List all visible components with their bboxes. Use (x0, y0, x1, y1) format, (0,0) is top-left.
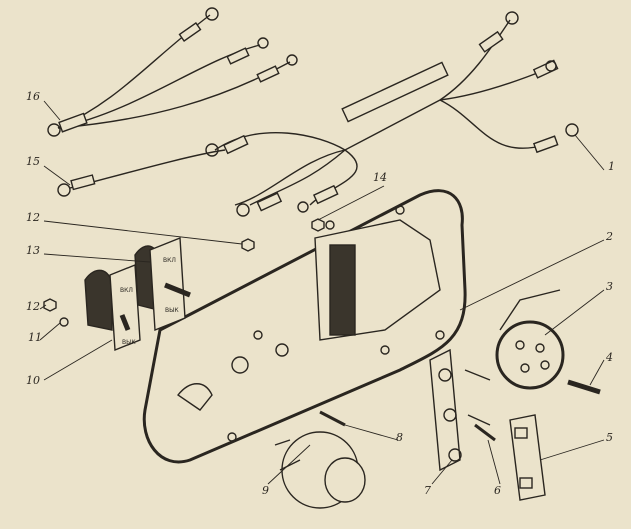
callout-6: 6 (494, 484, 501, 497)
callout-10: 10 (26, 374, 40, 387)
callout-13: 13 (26, 244, 40, 257)
switch-on-text: ВКЛ (120, 287, 133, 294)
callout-15: 15 (26, 155, 40, 168)
callout-2: 2 (606, 230, 613, 243)
callout-9: 9 (262, 484, 269, 497)
toggle-switches-10-13: ВКЛ ВКЛ ВЫК ВЫК (84, 236, 191, 352)
callout-11: 11 (28, 331, 42, 344)
washer-11 (59, 317, 69, 327)
callout-4: 4 (606, 351, 613, 364)
wire-16 (47, 7, 298, 137)
callout-7: 7 (424, 484, 431, 497)
callout-1: 1 (608, 160, 615, 173)
panel-plate-2 (142, 189, 467, 464)
callout-5: 5 (606, 431, 613, 444)
gauge-3 (495, 289, 565, 390)
switch-on-text: ВКЛ (163, 257, 176, 264)
wire-15 (57, 149, 226, 197)
callout-8: 8 (396, 431, 403, 444)
callout-3: 3 (606, 280, 613, 293)
fuse-block-5 (509, 414, 546, 501)
nut-12 (43, 298, 57, 312)
terminal-block-7 (429, 348, 491, 472)
wire-harness-1 (205, 11, 579, 217)
nut-12-top (241, 238, 255, 252)
switch-off-text: ВЫК (122, 339, 136, 346)
switch-off-text: ВЫК (165, 307, 179, 314)
callout-14: 14 (373, 171, 387, 184)
nut-14 (311, 218, 325, 232)
bolt-4 (567, 379, 601, 395)
callout-12-top: 12 (26, 211, 40, 224)
screw-8 (319, 410, 346, 427)
callout-16: 16 (26, 90, 40, 103)
lamp-socket-9 (274, 431, 366, 509)
leader-lines (39, 100, 605, 485)
screw-6 (474, 423, 496, 442)
callout-12: 12 (26, 300, 40, 313)
